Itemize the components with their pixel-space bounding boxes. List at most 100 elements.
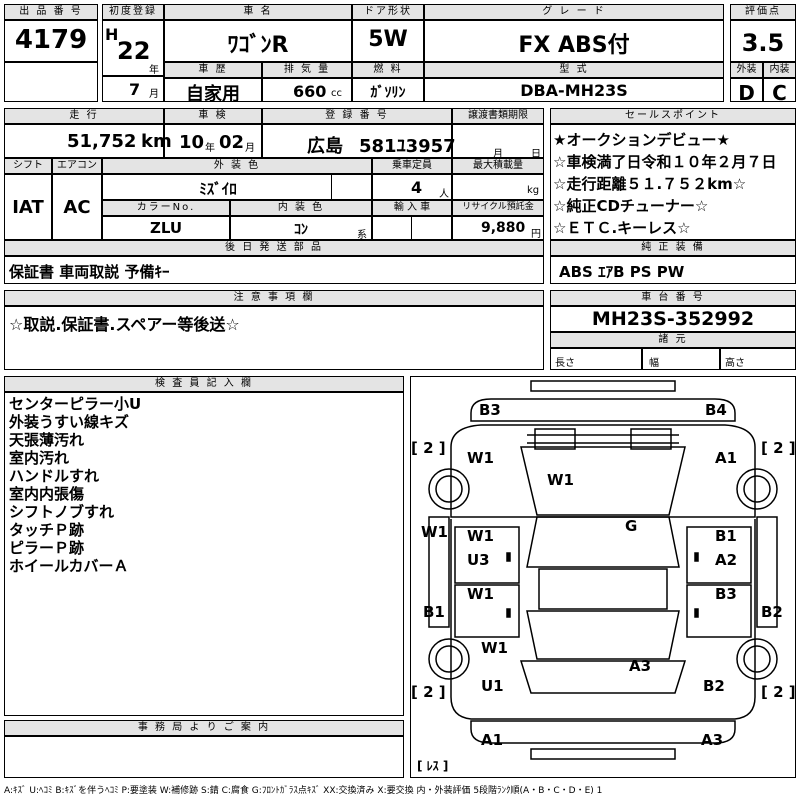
car-outline xyxy=(428,380,778,760)
exterior-color-label: 外 装 色 xyxy=(102,158,372,174)
equipment-text: ABS ｴｱB PS PW xyxy=(559,263,685,281)
damage-mark: W1 xyxy=(547,471,574,489)
lot-blank-box xyxy=(4,62,98,102)
chassis-label: 車 台 番 号 xyxy=(550,290,796,306)
history-label: 車 歴 xyxy=(164,62,262,78)
transfer-deadline-label: 譲渡書類期限 xyxy=(452,108,544,124)
interior-color-label: 内 装 色 xyxy=(230,200,372,216)
grade-box: FX ABS付 xyxy=(424,20,724,62)
door-type: 5W xyxy=(368,27,408,52)
damage-mark: B4 xyxy=(705,401,727,419)
exterior-grade-label: 外装 xyxy=(730,62,763,78)
sales-point: ★オークションデビュー★ xyxy=(553,131,730,149)
interior-grade: C xyxy=(772,81,787,105)
grade: FX ABS付 xyxy=(518,33,630,58)
interior-color: ｺﾝ xyxy=(294,222,308,238)
score-label: 評価点 xyxy=(730,4,796,20)
history: 自家用 xyxy=(186,84,240,105)
recycle-box: 9,880 円 xyxy=(452,216,544,240)
score-box: 3.5 xyxy=(730,20,796,62)
inspector-line: ピラーＰ跡 xyxy=(9,539,85,557)
car-name-label: 車 名 xyxy=(164,4,352,20)
later-parts-box: 保証書 車両取説 予備ｷｰ xyxy=(4,256,544,284)
aircon-box: AC xyxy=(52,174,102,240)
lot-number-label: 出 品 番 号 xyxy=(4,4,98,20)
plate-number: 581ﾕ3957 xyxy=(359,136,456,157)
fuel: ｶﾞｿﾘﾝ xyxy=(370,85,406,101)
interior-grade-box: C xyxy=(763,78,796,105)
chassis-number: MH23S-352992 xyxy=(591,308,755,330)
inspector-line: 室内内張傷 xyxy=(9,485,85,503)
inspection-year-unit: 年 xyxy=(205,143,215,154)
capacity-box: 4 人 xyxy=(372,174,452,200)
exterior-color: ﾐｽﾞｲﾛ xyxy=(199,180,237,198)
import-divider xyxy=(411,217,412,239)
damage-mark: W1 xyxy=(481,639,508,657)
aircon: AC xyxy=(63,197,91,218)
year-unit: 年 xyxy=(149,65,159,76)
sales-point: ☆走行距離５１.７５２km☆ xyxy=(553,175,747,193)
sales-point: ☆ＥＴＣ.キーレス☆ xyxy=(553,219,691,237)
damage-mark: B3 xyxy=(479,401,501,419)
damage-mark: B1 xyxy=(423,603,445,621)
plate-label: 登 録 番 号 xyxy=(262,108,452,124)
model-box: DBA-MH23S xyxy=(424,78,724,102)
displacement-unit: cc xyxy=(331,88,342,99)
fuel-label: 燃 料 xyxy=(352,62,424,78)
later-parts-text: 保証書 車両取説 予備ｷｰ xyxy=(9,263,170,281)
month: 7 xyxy=(129,80,141,99)
car-name: ﾜｺﾞﾝR xyxy=(227,33,289,58)
later-parts-label: 後 日 発 送 部 品 xyxy=(4,240,544,256)
plate-box: 広島 581ﾕ3957 xyxy=(262,124,456,158)
inspector-line: ホイールカバーＡ xyxy=(9,557,129,575)
interior-grade-label: 内装 xyxy=(763,62,796,78)
inspector-line: センターピラー小U xyxy=(9,395,142,413)
tire-mark: [ 2 ] xyxy=(411,439,446,457)
damage-mark: B1 xyxy=(715,527,737,545)
inspector-line: 外装うすい線キズ xyxy=(9,413,130,431)
displacement-box: 660 cc xyxy=(262,78,352,102)
damage-mark: W1 xyxy=(467,449,494,467)
capacity: 4 xyxy=(411,178,423,197)
car-diagram-box: B3 B4 [ 2 ] [ 2 ] W1 A1 W1 W1 G W1 B1 U3… xyxy=(410,376,796,778)
mileage-label: 走 行 xyxy=(4,108,164,124)
year: 22 xyxy=(117,37,151,65)
model: DBA-MH23S xyxy=(520,81,628,100)
tire-mark: [ 2 ] xyxy=(761,683,796,701)
notes-box: ☆取説.保証書.スペアー等後送☆ xyxy=(4,306,544,370)
dimensions-height-box: 高さ xyxy=(720,348,796,370)
shift-box: IAT xyxy=(4,174,52,240)
import-box xyxy=(372,216,452,240)
tire-mark: [ 2 ] xyxy=(411,683,446,701)
office-label: 事 務 局 よ り ご 案 内 xyxy=(4,720,404,736)
capacity-unit: 人 xyxy=(439,189,449,200)
damage-mark: A2 xyxy=(715,551,738,569)
damage-mark: W1 xyxy=(467,585,494,603)
height-label: 高さ xyxy=(725,358,745,369)
damage-mark: B3 xyxy=(715,585,737,603)
notes-text: ☆取説.保証書.スペアー等後送☆ xyxy=(9,315,240,334)
inspection-box: 10 年 02 月 xyxy=(164,124,262,158)
damage-mark: U3 xyxy=(467,551,490,569)
inspector-label: 検 査 員 記 入 欄 xyxy=(4,376,404,392)
inspector-line: 室内汚れ xyxy=(9,449,70,467)
door-box: 5W xyxy=(352,20,424,62)
width-label: 幅 xyxy=(649,358,659,369)
transfer-month-unit: 月 xyxy=(493,149,503,160)
import-label: 輸 入 車 xyxy=(372,200,452,216)
color-no: ZLU xyxy=(149,219,183,237)
fuel-box: ｶﾞｿﾘﾝ xyxy=(352,78,424,102)
length-label: 長さ xyxy=(555,358,575,369)
model-label: 型 式 xyxy=(424,62,724,78)
first-registration-month-box: 7 月 xyxy=(102,76,164,102)
inspector-box: センターピラー小U 外装うすい線キズ 天張薄汚れ 室内汚れ ハンドルすれ 室内内… xyxy=(4,392,404,716)
sales-point: ☆車検満了日令和１０年２月７日 xyxy=(553,153,777,171)
office-box xyxy=(4,736,404,778)
exterior-grade-box: D xyxy=(730,78,763,105)
recycle-unit: 円 xyxy=(531,229,541,240)
door-label: ドア形状 xyxy=(352,4,424,20)
damage-mark: G xyxy=(625,517,638,535)
recycle-fee: 9,880 xyxy=(481,220,526,236)
first-registration-label: 初度登録 xyxy=(102,4,164,20)
inspector-line: タッチＰ跡 xyxy=(9,521,85,539)
